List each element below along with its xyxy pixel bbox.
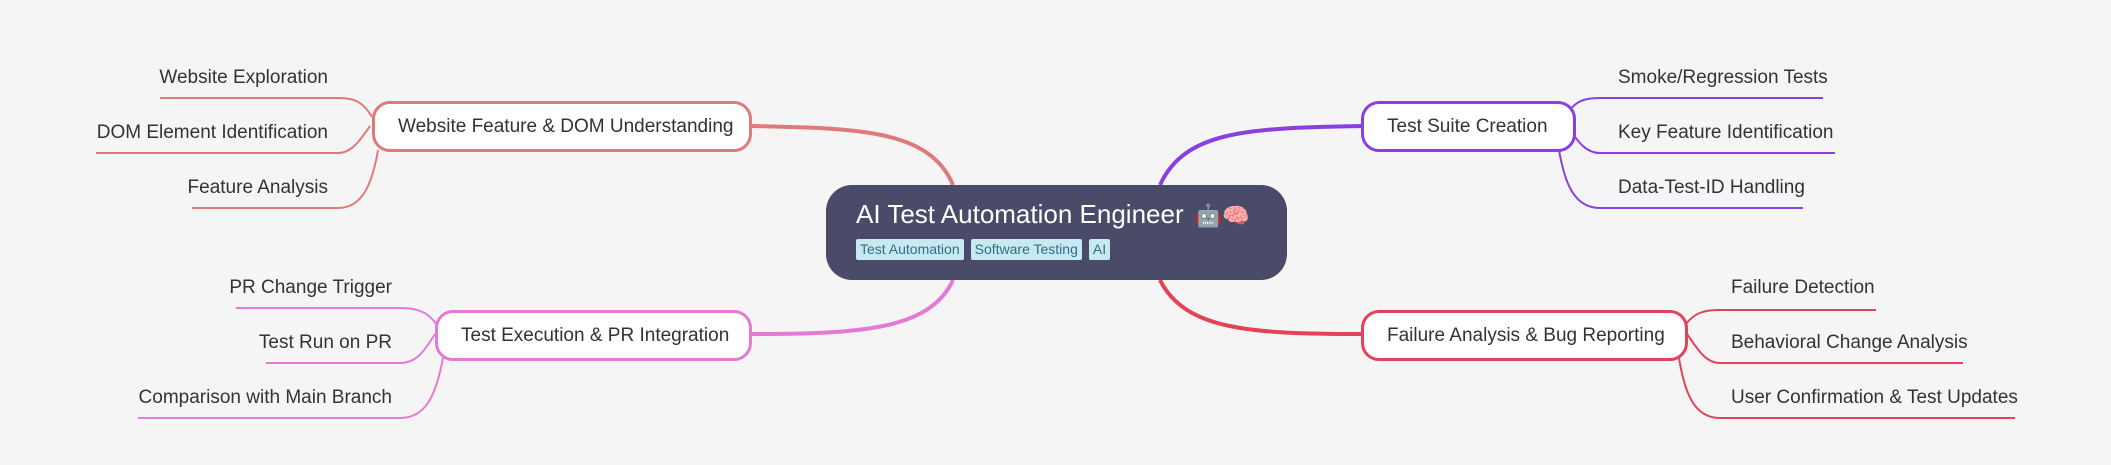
root-tags: Test Automation Software Testing AI xyxy=(856,239,1259,261)
leaf-feature-analysis[interactable]: Feature Analysis xyxy=(187,177,328,198)
branch-test-execution[interactable]: Test Execution & PR Integration xyxy=(435,310,752,361)
root-title: AI Test Automation Engineer 🤖🧠 xyxy=(856,199,1259,230)
leaf-pr-change-trigger[interactable]: PR Change Trigger xyxy=(229,277,392,298)
branch-test-execution-label: Test Execution & PR Integration xyxy=(461,324,730,346)
leaf-user-confirmation-test-updates[interactable]: User Confirmation & Test Updates xyxy=(1731,387,2018,408)
leaf-failure-detection[interactable]: Failure Detection xyxy=(1731,277,1875,298)
branch-website-feature-label: Website Feature & DOM Understanding xyxy=(398,115,734,137)
connector-execution xyxy=(749,279,955,336)
leaf-key-feature-identification[interactable]: Key Feature Identification xyxy=(1618,122,1834,143)
leaf-test-run-on-pr[interactable]: Test Run on PR xyxy=(258,332,392,353)
connector-website-leaf-1 xyxy=(160,97,373,118)
leaf-comparison-main-branch[interactable]: Comparison with Main Branch xyxy=(138,387,392,408)
connector-failure-leaf-2 xyxy=(1686,333,1963,364)
connector-failure-leaf-3 xyxy=(1678,357,2015,419)
leaf-website-exploration[interactable]: Website Exploration xyxy=(159,67,328,88)
leaf-data-test-id-handling[interactable]: Data-Test-ID Handling xyxy=(1618,177,1805,198)
connector-execution-leaf-3 xyxy=(138,357,444,419)
connector-failure xyxy=(1158,279,1364,336)
robot-brain-icon: 🤖🧠 xyxy=(1194,203,1250,228)
branch-test-suite[interactable]: Test Suite Creation xyxy=(1361,101,1576,152)
branch-test-suite-label: Test Suite Creation xyxy=(1387,115,1548,137)
leaf-dom-element-identification[interactable]: DOM Element Identification xyxy=(96,122,328,143)
leaf-smoke-regression-tests[interactable]: Smoke/Regression Tests xyxy=(1618,67,1828,88)
connector-suite xyxy=(1158,124,1364,186)
connector-website-leaf-2 xyxy=(96,125,371,154)
connector-suite-leaf-3 xyxy=(1558,149,1803,209)
connector-website-leaf-3 xyxy=(192,149,379,209)
connector-website xyxy=(749,124,955,186)
connector-suite-leaf-1 xyxy=(1564,97,1823,118)
connector-failure-leaf-1 xyxy=(1684,309,1876,326)
root-title-text: AI Test Automation Engineer xyxy=(856,199,1184,229)
tag-software-testing: Software Testing xyxy=(970,239,1082,261)
connector-execution-leaf-2 xyxy=(266,333,436,364)
root-node[interactable]: AI Test Automation Engineer 🤖🧠 Test Auto… xyxy=(826,185,1287,280)
tag-ai: AI xyxy=(1088,239,1111,261)
tag-test-automation: Test Automation xyxy=(856,239,964,261)
leaf-behavioral-change-analysis[interactable]: Behavioral Change Analysis xyxy=(1731,332,1968,353)
branch-failure-analysis[interactable]: Failure Analysis & Bug Reporting xyxy=(1361,310,1688,361)
branch-website-feature[interactable]: Website Feature & DOM Understanding xyxy=(372,101,752,152)
branch-failure-analysis-label: Failure Analysis & Bug Reporting xyxy=(1387,324,1665,346)
connector-execution-leaf-1 xyxy=(236,307,438,326)
